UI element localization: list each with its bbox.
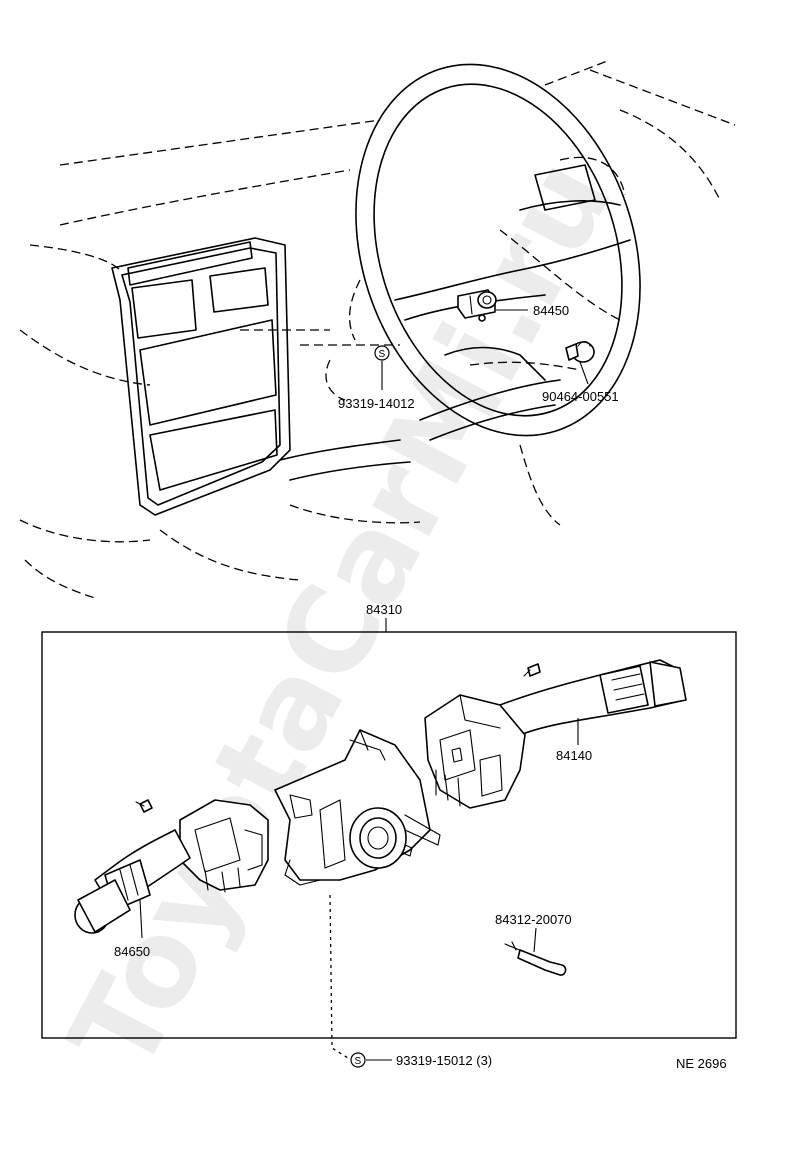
part-84450-icon: [457, 289, 497, 322]
label-90464-00551: 90464-00551: [542, 389, 619, 404]
svg-text:S: S: [355, 1056, 362, 1067]
label-93319-15012: 93319-15012 (3): [396, 1053, 492, 1068]
part-90464-00551-icon: [565, 340, 595, 363]
label-84310: 84310: [366, 602, 402, 617]
switch-84140-illustration: [424, 659, 687, 809]
switch-84650-illustration: [74, 799, 269, 934]
label-84312-20070: 84312-20070: [495, 912, 572, 927]
svg-text:S: S: [379, 349, 386, 360]
label-84650: 84650: [114, 944, 150, 959]
label-84450: 84450: [533, 303, 569, 318]
figure-code: NE 2696: [676, 1056, 727, 1071]
pin-84312-20070-illustration: [504, 941, 567, 976]
screw-symbol-bottom: S: [350, 1052, 366, 1068]
label-84140: 84140: [556, 748, 592, 763]
switch-bracket-illustration: [274, 729, 441, 886]
assembly-frame: [41, 631, 737, 1039]
dashboard-illustration: S: [19, 59, 736, 599]
screw-symbol-top: S: [374, 345, 390, 361]
label-93319-14012: 93319-14012: [338, 396, 415, 411]
